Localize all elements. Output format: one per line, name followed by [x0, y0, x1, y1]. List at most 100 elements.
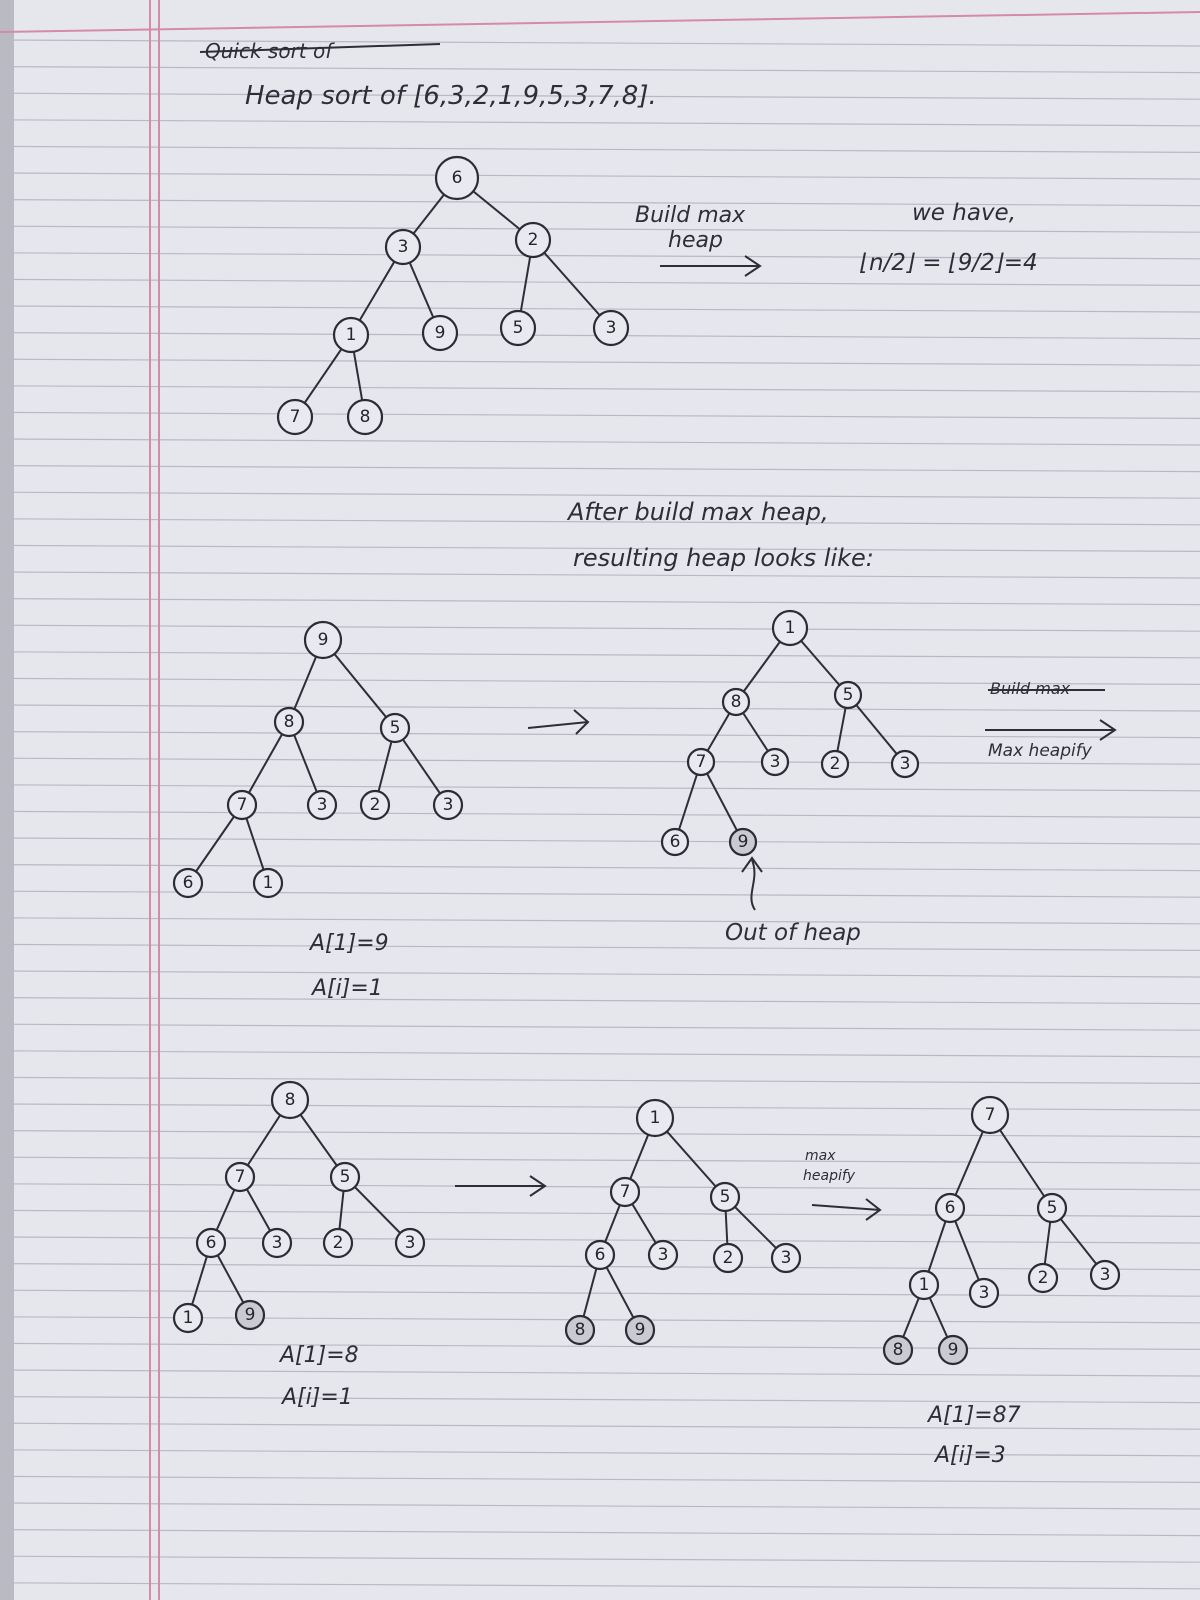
ruled-line [0, 518, 1200, 526]
tree-node: 2 [820, 749, 850, 779]
node-label: 9 [245, 1305, 256, 1325]
node-label: 9 [435, 323, 446, 343]
ruled-line [0, 465, 1200, 473]
tree-node: 1 [908, 1269, 940, 1301]
node-label: 6 [183, 873, 194, 893]
node-label: 5 [513, 318, 524, 338]
tree-node: 3 [261, 1227, 293, 1259]
tree-node: 3 [760, 747, 790, 777]
node-circle [1027, 1262, 1059, 1294]
node-label: 6 [595, 1245, 606, 1265]
node-circle [624, 1314, 656, 1346]
maxheapify-arrow [985, 719, 1117, 741]
node-label: 2 [333, 1233, 344, 1253]
tree-node: 3 [968, 1277, 1000, 1309]
node-circle [261, 1227, 293, 1259]
tree-node: 5 [1036, 1192, 1068, 1224]
node-circle [937, 1334, 969, 1366]
ai-third: A[i]=3 [933, 1443, 1006, 1468]
ruled-line [0, 677, 1200, 686]
ruled-line [0, 172, 1200, 180]
tree-node: 6 [584, 1239, 616, 1271]
node-label: 5 [720, 1187, 731, 1207]
node-circle [584, 1239, 616, 1271]
node-circle [226, 789, 258, 821]
tree-node: 9 [303, 620, 343, 660]
tree-node: 7 [686, 747, 716, 777]
build-max-arrow [660, 255, 762, 277]
node-label: 3 [781, 1248, 792, 1268]
node-label: 6 [452, 168, 463, 188]
node-label: 1 [919, 1275, 930, 1295]
tree-node: 9 [234, 1299, 266, 1331]
node-circle [721, 687, 751, 717]
node-circle [770, 1242, 802, 1274]
node-label: 9 [318, 630, 329, 650]
node-circle [882, 1334, 914, 1366]
tree-node: 1 [252, 867, 284, 899]
ruled-lines [0, 39, 1200, 1590]
node-circle [224, 1161, 256, 1193]
node-label: 3 [658, 1245, 669, 1265]
node-label: 5 [843, 685, 854, 705]
node-label: 1 [650, 1108, 661, 1128]
ruled-line [0, 385, 1200, 393]
ruled-line [0, 837, 1200, 845]
tree-node: 5 [499, 309, 537, 347]
node-circle [252, 867, 284, 899]
after-line-1: After build max heap, [566, 498, 829, 526]
node-circle [968, 1277, 1000, 1309]
node-circle [970, 1095, 1010, 1135]
tree-node: 1 [332, 316, 370, 354]
node-circle [432, 789, 464, 821]
node-circle [172, 867, 204, 899]
tree-node: 9 [937, 1334, 969, 1366]
ruled-line [0, 1582, 1200, 1590]
tree-node: 7 [609, 1176, 641, 1208]
node-circle [564, 1314, 596, 1346]
tree-edge [344, 1176, 411, 1244]
ruled-line [0, 1475, 1200, 1484]
out-of-heap-label: Out of heap [725, 920, 861, 946]
tree-node: 7 [226, 789, 258, 821]
node-circle [322, 1227, 354, 1259]
node-circle [270, 1080, 310, 1120]
node-label: 3 [770, 752, 781, 772]
node-label: 7 [235, 1167, 246, 1187]
ai-first: A[i]=1 [310, 976, 383, 1001]
node-circle [934, 1192, 966, 1224]
ruled-line [0, 225, 1200, 233]
tree-node: 1 [172, 1302, 204, 1334]
tree-node: 3 [890, 749, 920, 779]
node-circle [890, 749, 920, 779]
node-circle [306, 789, 338, 821]
ruled-line [0, 66, 1200, 74]
a1-first: A[1]=9 [308, 931, 389, 956]
node-label: 2 [528, 230, 539, 250]
node-label: 2 [830, 754, 841, 774]
ruled-line [0, 571, 1200, 579]
ruled-line [0, 39, 1200, 47]
node-label: 9 [948, 1340, 959, 1360]
ruled-line [0, 438, 1200, 446]
node-label: 1 [183, 1308, 194, 1328]
node-label: 2 [1038, 1268, 1049, 1288]
ruled-line [0, 199, 1200, 207]
tree-node: 2 [1027, 1262, 1059, 1294]
node-label: 3 [398, 237, 409, 257]
ruled-line [0, 1023, 1200, 1031]
ruled-line [0, 890, 1200, 898]
tree-node: 3 [1089, 1259, 1121, 1291]
ruled-line [0, 1395, 1200, 1404]
node-circle [820, 749, 850, 779]
tree-node: 6 [934, 1192, 966, 1224]
node-label: 6 [670, 832, 681, 852]
tree-node: 8 [721, 687, 751, 717]
node-label: 7 [290, 407, 301, 427]
node-label: 2 [370, 795, 381, 815]
tree-node: 5 [329, 1161, 361, 1193]
node-label: 7 [985, 1105, 996, 1125]
